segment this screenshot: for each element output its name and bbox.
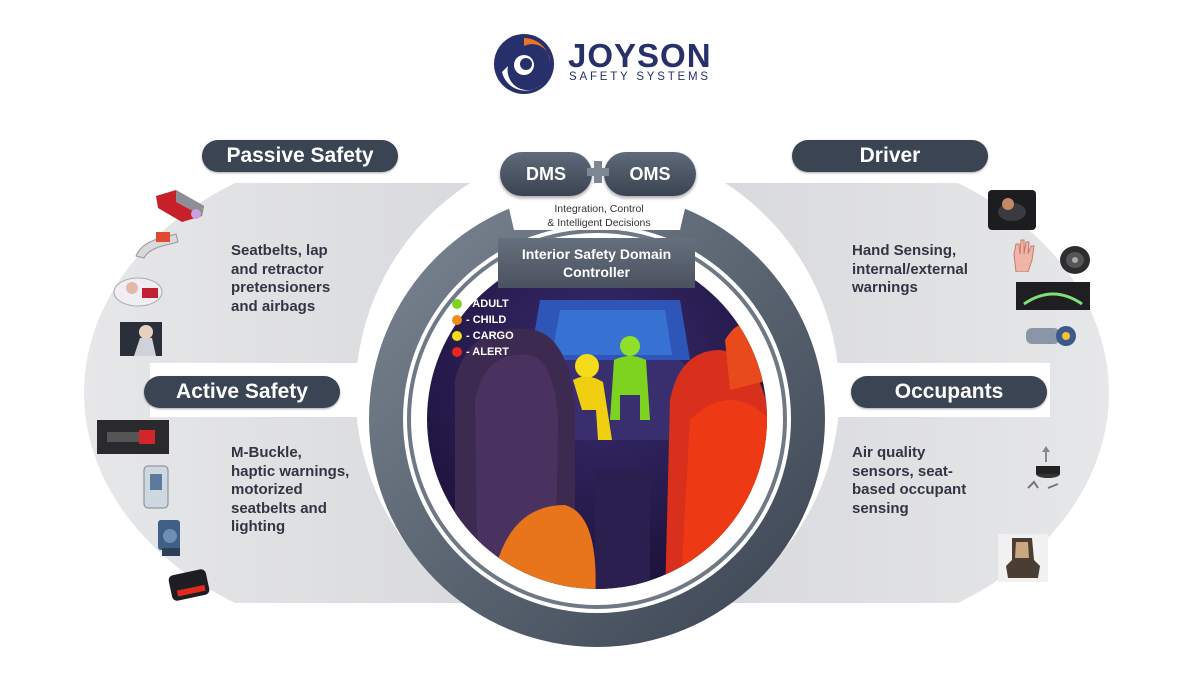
legend-dot-adult (452, 299, 462, 309)
speaker-icon (1060, 246, 1090, 274)
passive-safety-description: Seatbelts, lap and retractor pretensione… (231, 242, 330, 316)
passive-line-3: pretensioners (231, 279, 331, 296)
buckle-lighting-icon (168, 569, 210, 601)
active-line-2: haptic warnings, (231, 462, 350, 480)
active-safety-description: M-Buckle, haptic warnings, motorized sea… (231, 444, 349, 537)
driver-line-1: Hand Sensing, (852, 242, 957, 259)
occupants-line-3: based occupant (852, 481, 967, 498)
airbag-product-icon (113, 277, 163, 307)
driver-line-3: warnings (852, 279, 918, 296)
controller-line-2: Controller (563, 264, 630, 280)
occupants-title: Occupants (851, 376, 1047, 408)
air-quality-sensor-icon (1027, 446, 1060, 489)
legend-label-alert: - ALERT (466, 346, 509, 358)
oms-badge: OMS (604, 152, 696, 196)
legend-dot-cargo (452, 331, 462, 341)
passive-line-1: Seatbelts, lap (231, 242, 328, 259)
steering-wheel-light-icon (1016, 282, 1090, 310)
legend-item-child: - CHILD (452, 314, 506, 326)
m-buckle-product-icon (97, 420, 169, 454)
legend-label-cargo: - CARGO (466, 330, 514, 342)
dms-label: DMS (526, 163, 566, 184)
oms-label: OMS (629, 163, 671, 184)
legend-label-child: - CHILD (466, 314, 507, 326)
integration-text: Integration, Control & Intelligent Decis… (520, 202, 678, 230)
active-line-3: motorized (231, 481, 303, 498)
seatbelt-occupant-icon (120, 322, 162, 356)
dms-badge: DMS (500, 152, 592, 196)
motorized-seatbelt-icon (143, 465, 169, 509)
joyson-logo (492, 32, 556, 96)
logo-name: JOYSON (568, 37, 712, 74)
hand-sensing-button-icon (988, 190, 1036, 230)
integration-line-2: & Intelligent Decisions (547, 217, 651, 229)
controller-label: Interior Safety Domain Controller (498, 238, 695, 288)
logo-subtitle: SAFETY SYSTEMS (569, 71, 711, 83)
legend-dot-child (452, 315, 462, 325)
legend-dot-alert (452, 347, 462, 357)
occupants-line-4: sensing (852, 499, 909, 517)
pretensioner-product-icon (156, 190, 204, 222)
occupants-line-2: sensors, seat- (852, 462, 953, 480)
logo-swirl-icon (494, 34, 554, 94)
retractor-product-icon (135, 232, 179, 259)
integration-line-1: Integration, Control (554, 203, 644, 215)
legend-label-adult: - ADULT (466, 298, 509, 310)
occupants-description: Air quality sensors, seat- based occupan… (852, 444, 966, 518)
active-line-5: lighting (231, 518, 286, 535)
driver-line-2: internal/external (852, 260, 968, 278)
occupants-line-1: Air quality (852, 444, 926, 461)
legend-item-adult: - ADULT (452, 298, 509, 310)
active-line-4: seatbelts and (231, 499, 327, 517)
active-line-1: M-Buckle, (231, 444, 302, 461)
passive-line-4: and airbags (231, 297, 316, 315)
legend-item-alert: - ALERT (452, 346, 509, 358)
seat-sensor-icon (998, 534, 1048, 582)
hand-icon (1013, 239, 1035, 272)
passive-safety-title: Passive Safety (202, 140, 398, 172)
active-safety-title: Active Safety (144, 376, 340, 408)
passive-line-2: and retractor (231, 260, 324, 278)
controller-line-1: Interior Safety Domain (521, 246, 672, 262)
plus-icon (587, 161, 609, 183)
driver-title: Driver (792, 140, 988, 172)
haptic-motor-icon (1026, 326, 1076, 346)
legend-item-cargo: - CARGO (452, 330, 514, 342)
seatbelt-motor-icon (158, 520, 180, 556)
driver-description: Hand Sensing, internal/external warnings (852, 242, 968, 298)
